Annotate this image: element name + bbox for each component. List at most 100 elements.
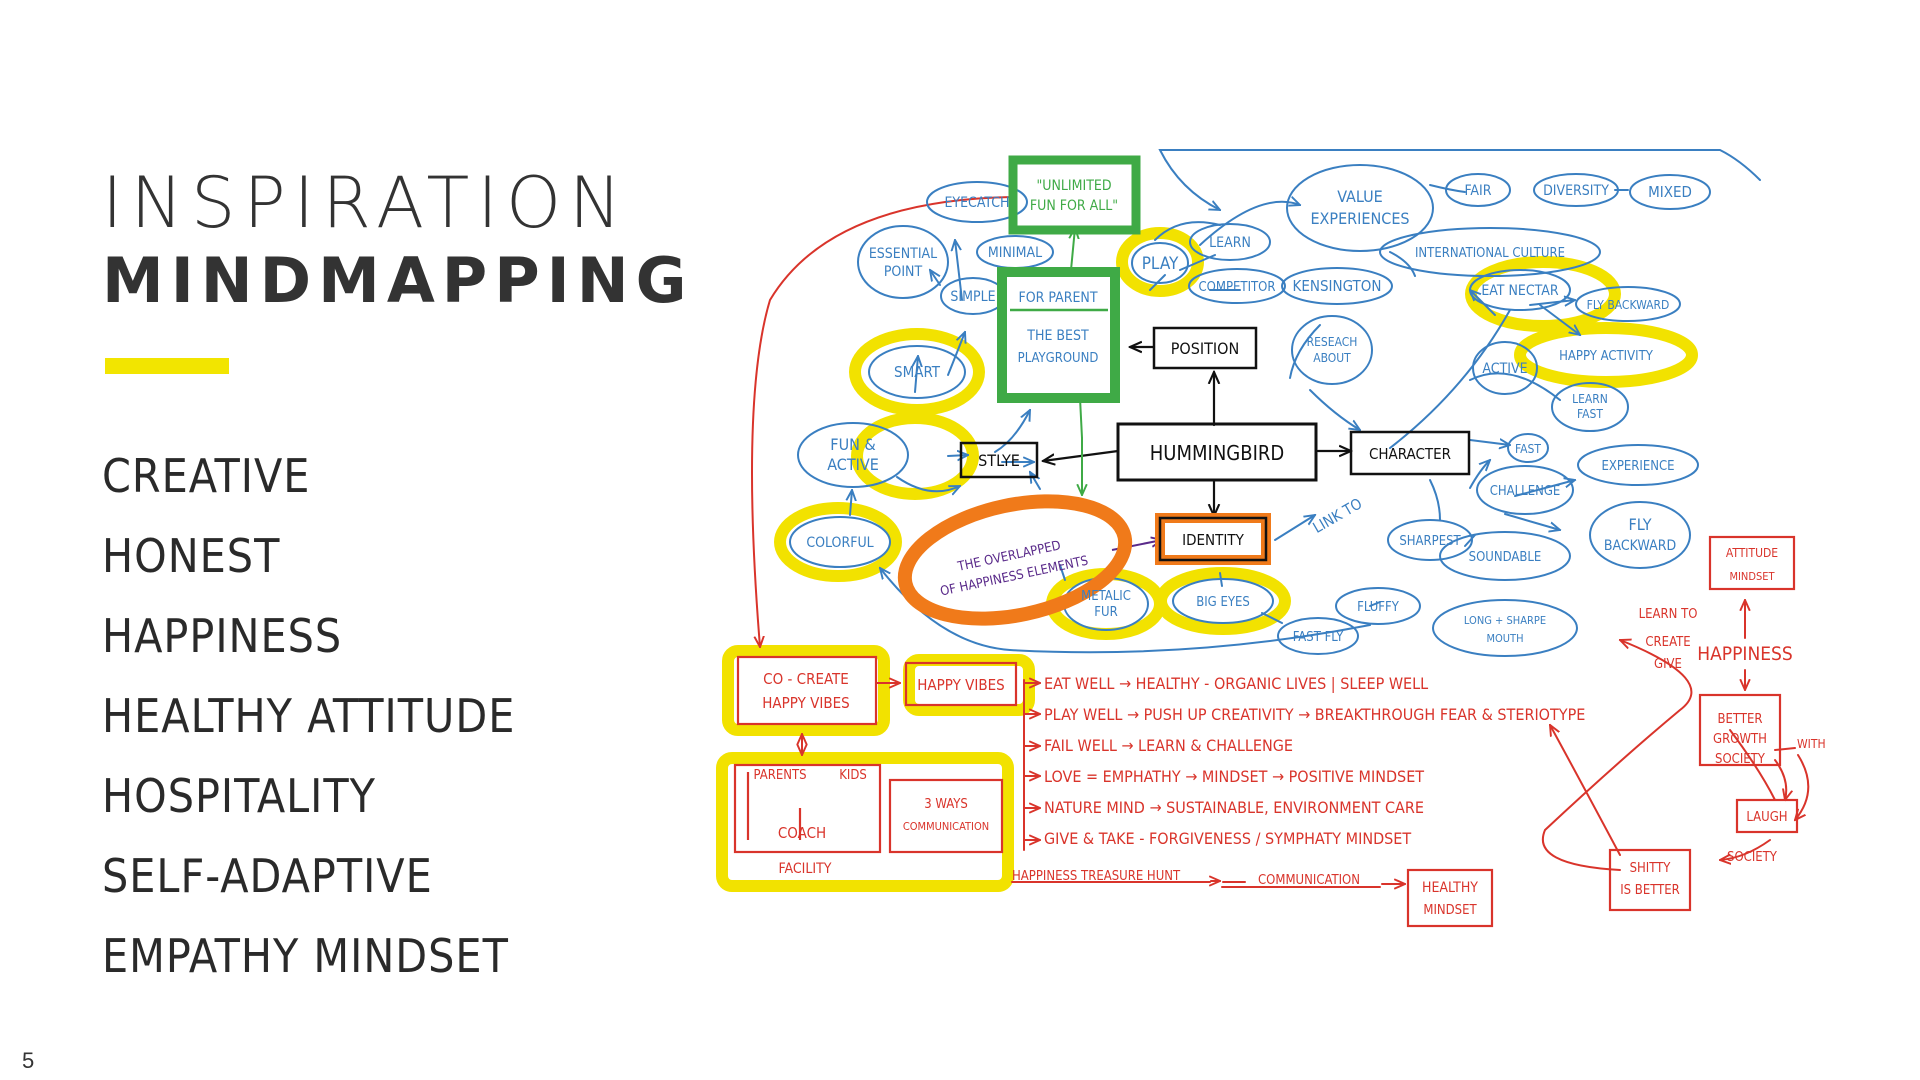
node-label-hummingbird: HUMMINGBIRD: [1150, 441, 1284, 465]
node-label: CREATE: [1645, 635, 1690, 650]
node-label: COMMUNICATION: [903, 820, 989, 833]
node-label: MINDSET: [1423, 903, 1477, 918]
node-label: FAIR: [1464, 183, 1491, 199]
node-label: LAUGH: [1746, 810, 1787, 825]
keyword-item: HOSPITALITY: [102, 769, 376, 823]
node-label: SHARPEST: [1399, 534, 1461, 549]
node-label-stlye: STLYE: [978, 451, 1020, 470]
node-label: VALUE: [1337, 187, 1383, 206]
keyword-item: HEALTHY ATTITUDE: [102, 689, 516, 743]
blue-connections: [850, 149, 1761, 654]
node-label: FAST: [1577, 407, 1603, 421]
node-label: SOUNDABLE: [1469, 550, 1542, 565]
happiness-list-item: FAIL WELL → LEARN & CHALLENGE: [1044, 736, 1293, 755]
node-label: MOUTH: [1486, 632, 1523, 645]
node-label: CO - CREATE: [763, 670, 849, 688]
node-label: WITH: [1797, 737, 1826, 751]
node-label: COLORFUL: [806, 535, 873, 551]
node-label: "UNLIMITED: [1036, 178, 1111, 194]
happiness-list-item: NATURE MIND → SUSTAINABLE, ENVIRONMENT C…: [1044, 798, 1424, 817]
node-label: HEALTHY: [1422, 880, 1478, 896]
happiness-list: EAT WELL → HEALTHY - ORGANIC LIVES | SLE…: [1044, 674, 1585, 848]
node-label: ACTIVE: [827, 455, 879, 474]
node-label: ABOUT: [1313, 351, 1351, 365]
green-labels: "UNLIMITED FUN FOR ALL" FOR PARENT THE B…: [1018, 178, 1118, 366]
black-labels: HUMMINGBIRD POSITION CHARACTER STLYE IDE…: [978, 339, 1451, 549]
node-label: EYECATCH: [944, 195, 1009, 211]
node-label: COMPETITOR: [1199, 280, 1276, 295]
happiness-list-item: LOVE = EMPHATHY → MINDSET → POSITIVE MIN…: [1044, 767, 1424, 786]
node-label: LEARN: [1572, 392, 1608, 406]
node-label: FUR: [1094, 605, 1117, 620]
node-label: PARENTS: [753, 768, 806, 783]
happiness-list-item: GIVE & TAKE - FORGIVENESS / SYMPHATY MIN…: [1044, 829, 1411, 848]
red-node-shapes: [733, 535, 1799, 928]
node-label-identity: IDENTITY: [1182, 531, 1244, 549]
happiness-list-item: EAT WELL → HEALTHY - ORGANIC LIVES | SLE…: [1044, 674, 1428, 693]
node-label: MINDSET: [1729, 570, 1775, 583]
black-connections: [1043, 347, 1351, 516]
node-label: LEARN: [1209, 235, 1251, 251]
red-labels: CO - CREATE HAPPY VIBES HAPPY VIBES PARE…: [753, 546, 1825, 918]
happiness-list-item: PLAY WELL → PUSH UP CREATIVITY → BREAKTH…: [1044, 705, 1585, 724]
green-connections: [1071, 228, 1082, 495]
node-label: POINT: [884, 264, 923, 280]
node-label: GROWTH: [1713, 732, 1767, 747]
node-label: HAPPY ACTIVITY: [1559, 349, 1654, 364]
node-label: ESSENTIAL: [869, 246, 937, 262]
node-label: SMART: [894, 363, 941, 381]
node-label: FAST FLY: [1293, 630, 1344, 645]
node-label: MINIMAL: [988, 245, 1042, 261]
node-label: EXPERIENCE: [1601, 459, 1674, 474]
accent-bar: [105, 358, 229, 374]
keyword-item: HAPPINESS: [102, 609, 343, 663]
node-label: METALIC: [1081, 589, 1131, 604]
node-label: ACTIVE: [1482, 361, 1527, 377]
red-connections: [751, 196, 1810, 887]
node-label: LONG + SHARPE: [1464, 614, 1546, 627]
node-label-character: CHARACTER: [1369, 445, 1451, 463]
node-label: SOCIETY: [1715, 752, 1766, 767]
node-label: SOCIETY: [1727, 850, 1778, 865]
node-label: INTERNATIONAL CULTURE: [1415, 246, 1565, 261]
keyword-item: SELF-ADAPTIVE: [102, 849, 433, 903]
node-labels: EYECATCH ESSENTIAL POINT MINIMAL SIMPLE …: [806, 183, 1692, 645]
node-label: PLAYGROUND: [1018, 351, 1099, 366]
node-label: MIXED: [1648, 183, 1692, 201]
node-label: THE BEST: [1026, 328, 1089, 344]
node-label: FLY: [1629, 515, 1652, 534]
node-label: HAPPY VIBES: [917, 676, 1004, 694]
keyword-item: EMPATHY MINDSET: [102, 929, 509, 983]
green-node-shapes: [997, 155, 1141, 403]
node-label: COMMUNICATION: [1258, 873, 1360, 888]
node-label: FUN FOR ALL": [1030, 198, 1118, 214]
title-line-mindmapping: MINDMAPPING: [102, 244, 694, 317]
node-label: KIDS: [839, 768, 867, 783]
title-line-inspiration: INSPIRATION: [102, 162, 630, 244]
node-label: FAST: [1515, 442, 1541, 456]
node-label: FOR PARENT: [1018, 290, 1097, 306]
page-number: 5: [22, 1048, 35, 1073]
node-label: RESEACH: [1307, 335, 1358, 349]
node-label: FLUFFY: [1357, 600, 1400, 615]
node-label: GIVE: [1654, 657, 1682, 672]
node-label: HAPPY VIBES: [762, 694, 849, 712]
node-label: PLAY: [1142, 254, 1179, 274]
node-label: BACKWARD: [1604, 538, 1676, 554]
node-label: COACH: [778, 824, 826, 842]
keyword-item: CREATIVE: [102, 449, 311, 503]
node-label: BETTER: [1718, 712, 1763, 727]
node-label: ATTITUDE: [1726, 546, 1778, 560]
node-label: SIMPLE: [950, 289, 995, 305]
link-to-label: LINK TO: [1310, 494, 1365, 536]
node-label-position: POSITION: [1171, 339, 1240, 358]
node-label: KENSINGTON: [1293, 277, 1382, 295]
black-node-shapes: [959, 326, 1471, 565]
node-label: FLY BACKWARD: [1587, 298, 1670, 312]
node-label: CHALLENGE: [1490, 484, 1561, 499]
node-label-happiness: HAPPINESS: [1697, 643, 1793, 665]
node-label: BIG EYES: [1196, 595, 1250, 610]
node-label: SHITTY: [1630, 861, 1672, 876]
node-label: LEARN TO: [1639, 607, 1698, 622]
